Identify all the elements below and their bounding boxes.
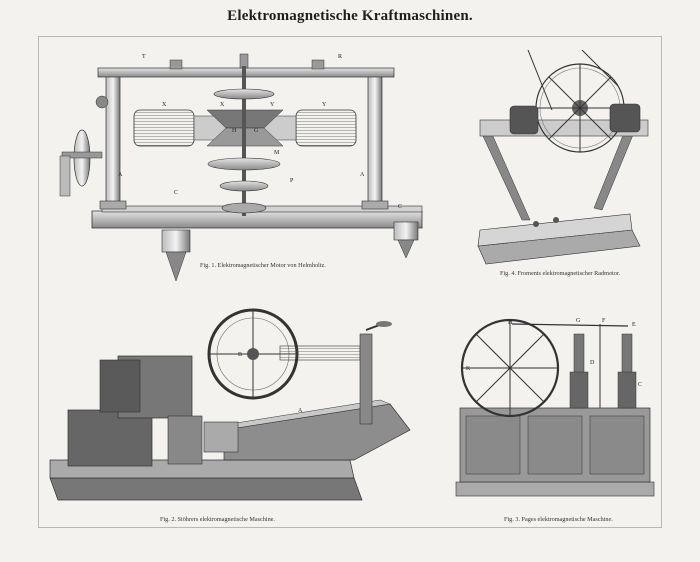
figure-2-illustration: B A — [49, 308, 411, 501]
fig3-label-f: F — [602, 318, 606, 324]
fig3-label-e: E — [632, 322, 636, 328]
fig1-label-c2: C — [398, 204, 402, 210]
figure-4-illustration — [477, 50, 649, 265]
fig1-label-m: M — [274, 150, 280, 156]
figure-3-illustration: H G F E D C K — [455, 318, 655, 497]
fig3-label-d: D — [590, 360, 595, 366]
fig1-label-t: T — [142, 54, 146, 60]
figure-1-caption: Fig. 1. Elektromagnetischer Motor von He… — [200, 262, 326, 269]
fig2-label-a: A — [298, 408, 303, 414]
fig1-label-y1: Y — [322, 102, 327, 108]
fig1-label-x2: X — [220, 102, 225, 108]
fig2-label-b: B — [238, 352, 242, 358]
figure-1-illustration: T R X Y X Y H G A A C C M P — [59, 53, 423, 282]
figure-1-helmholtz-motor: T R X Y X Y H G A A C C M P Fig. 1. Elek… — [42, 46, 432, 286]
plate-frame — [38, 36, 662, 528]
fig1-label-y2: Y — [270, 102, 275, 108]
fig3-label-k: K — [466, 366, 471, 372]
fig1-label-h: H — [232, 128, 237, 134]
figure-4-froment-wheel-motor: Fig. 4. Froments elektromagnetischer Rad… — [470, 50, 660, 277]
figure-3-page-machine: H G F E D C K Fig. 3. Pages elektromagne… — [452, 310, 658, 523]
figure-4-caption: Fig. 4. Froments elektromagnetischer Rad… — [500, 270, 621, 277]
figure-3-caption: Fig. 3. Pages elektromagnetische Maschin… — [504, 516, 613, 523]
fig1-label-p: P — [290, 178, 294, 184]
fig1-label-a1: A — [118, 172, 123, 178]
figure-2-caption: Fig. 2. Stöhrers elektromagnetische Masc… — [160, 516, 275, 523]
fig1-label-a2: A — [360, 172, 365, 178]
fig1-label-x1: X — [162, 102, 167, 108]
fig3-label-g: G — [576, 318, 581, 324]
fig1-label-c1: C — [174, 190, 178, 196]
figure-2-stoehrer-machine: B A Fig. 2. Stöhrers elektromagnetische … — [44, 294, 414, 523]
fig1-label-r: R — [338, 54, 342, 60]
page-title: Elektromagnetische Kraftmaschinen. — [227, 8, 473, 24]
fig1-label-g: G — [254, 128, 259, 134]
fig3-label-h: H — [508, 320, 513, 326]
fig3-label-c: C — [638, 382, 642, 388]
